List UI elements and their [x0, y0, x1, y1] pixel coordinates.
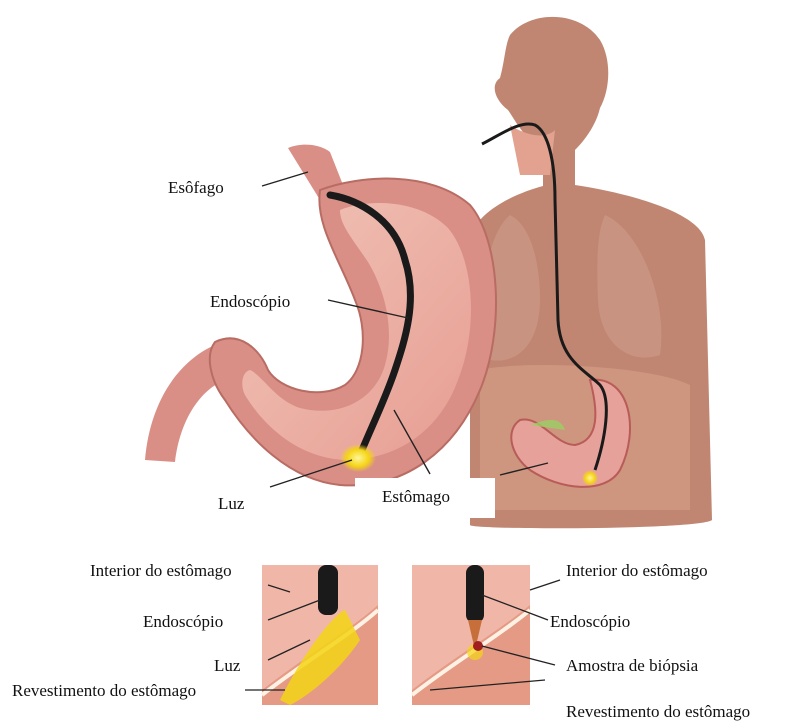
label-right-biopsia: Amostra de biópsia: [566, 656, 698, 676]
label-estomago: Estômago: [382, 487, 450, 507]
label-endoscopio-main: Endoscópio: [210, 292, 290, 312]
inset-biopsy: [412, 565, 530, 705]
label-left-luz: Luz: [214, 656, 240, 676]
label-luz-main: Luz: [218, 494, 244, 514]
label-esofago: Esôfago: [168, 178, 224, 198]
label-left-revestimento: Revestimento do estômago: [12, 681, 196, 701]
label-left-interior: Interior do estômago: [90, 561, 232, 581]
label-right-revestimento: Revestimento do estômago: [566, 702, 750, 722]
label-right-endoscopio: Endoscópio: [550, 612, 630, 632]
inset-light: [262, 565, 378, 705]
human-silhouette: [470, 17, 712, 528]
label-right-interior: Interior do estômago: [566, 561, 708, 581]
label-left-endoscopio: Endoscópio: [143, 612, 223, 632]
